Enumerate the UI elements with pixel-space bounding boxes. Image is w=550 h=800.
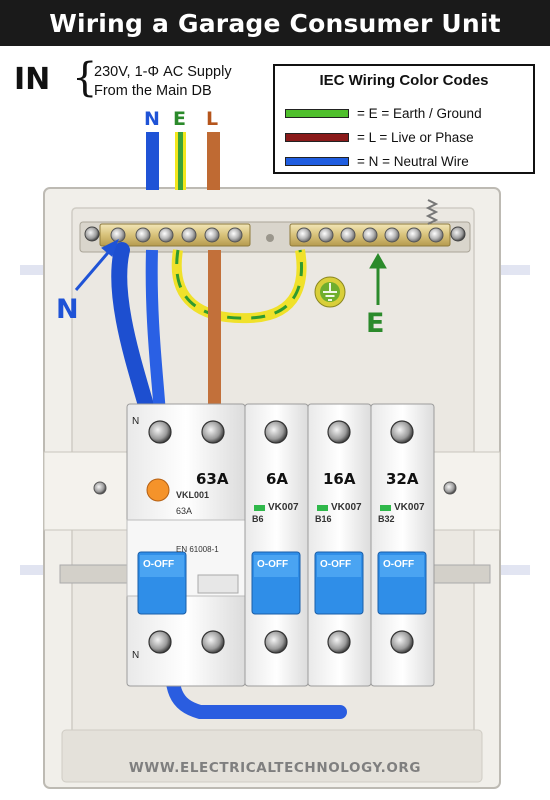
wire-letter-earth: E — [173, 108, 186, 130]
earth-supply-stripe — [178, 132, 183, 190]
enclosure-bottom-lip — [61, 729, 483, 783]
earth-busbar-screws — [296, 227, 444, 243]
legend-title: IEC Wiring Color Codes — [319, 72, 489, 89]
in-label: IN — [14, 62, 51, 97]
wire-letter-neutral: N — [144, 108, 160, 130]
rcd-test-button — [146, 478, 170, 502]
wire-letter-live: L — [206, 108, 219, 130]
live-internal-wire — [208, 250, 221, 420]
neutral-internal-wire-2 — [145, 249, 166, 416]
legend-label-earth: = E = Earth / Ground — [357, 105, 482, 121]
legend-label-live: = L = Live or Phase — [357, 129, 474, 145]
brace: { — [72, 55, 98, 101]
mcb-3-switch-label: O-OFF — [383, 559, 415, 570]
neutral-supply-wire — [146, 132, 159, 190]
earth-callout-arrow — [369, 252, 387, 305]
legend-swatch-earth — [285, 108, 349, 118]
center-clip — [266, 234, 274, 242]
rail-fixing-screws — [84, 226, 466, 242]
mcb-1-curve: B6 — [252, 514, 264, 524]
supply-description: 230V, 1-Φ AC Supply From the Main DB — [94, 63, 232, 101]
rcd-device — [126, 403, 246, 687]
supply-line-1: 230V, 1-Φ AC Supply — [94, 64, 232, 80]
mcb-1-rating: 6A — [266, 470, 289, 488]
top-terminals — [148, 420, 414, 444]
supply-line-2: From the Main DB — [94, 83, 212, 99]
mcb-1-switch-label: O-OFF — [257, 559, 289, 570]
iec-legend: IEC Wiring Color Codes = E = Earth / Gro… — [273, 64, 535, 174]
legend-item-neutral: = N = Neutral Wire — [285, 152, 469, 170]
rcd-standard: EN 61008-1 — [176, 545, 219, 554]
earth-symbol-badge — [314, 276, 346, 308]
cover-strip-screws — [93, 481, 457, 495]
mcb-2-model: VK007 — [331, 502, 362, 513]
earth-loop-stripe — [175, 249, 304, 320]
title-bar: Wiring a Garage Consumer Unit — [0, 0, 550, 46]
legend-swatch-neutral — [285, 156, 349, 166]
neutral-bar-callout: N — [56, 294, 79, 325]
neutral-busbar-screws — [110, 227, 243, 243]
legend-item-live: = L = Live or Phase — [285, 128, 474, 146]
mcb-2-rating: 16A — [323, 470, 356, 488]
legend-item-earth: = E = Earth / Ground — [285, 104, 482, 122]
mcb-1-model: VK007 — [268, 502, 299, 513]
website-footer: WWW.ELECTRICALTECHNOLOGY.ORG — [128, 760, 422, 776]
mcb-devices — [244, 403, 435, 687]
earth-bar-callout: E — [366, 308, 385, 339]
rcd-switch-label: O-OFF — [143, 559, 175, 570]
mcb-2-switch-label: O-OFF — [320, 559, 352, 570]
mcb-3-model: VK007 — [394, 502, 425, 513]
legend-label-neutral: = N = Neutral Wire — [357, 153, 469, 169]
live-supply-wire — [207, 132, 220, 190]
rcd-model: VKL001 — [176, 490, 210, 500]
mcb-3-curve: B32 — [378, 514, 395, 524]
legend-swatch-live — [285, 132, 349, 142]
rcd-rating: 63A — [196, 470, 229, 488]
mcb-3-rating: 32A — [386, 470, 419, 488]
neutral-callout-arrow — [74, 238, 119, 291]
rail-spring — [425, 199, 439, 225]
rcd-top-n-label: N — [132, 416, 140, 427]
diagram-title: Wiring a Garage Consumer Unit — [49, 8, 501, 38]
mcb-2-curve: B16 — [315, 514, 332, 524]
bottom-terminals — [148, 630, 414, 654]
rcd-bottom-n-label: N — [132, 650, 140, 661]
rcd-current-text: 63A — [176, 506, 193, 516]
